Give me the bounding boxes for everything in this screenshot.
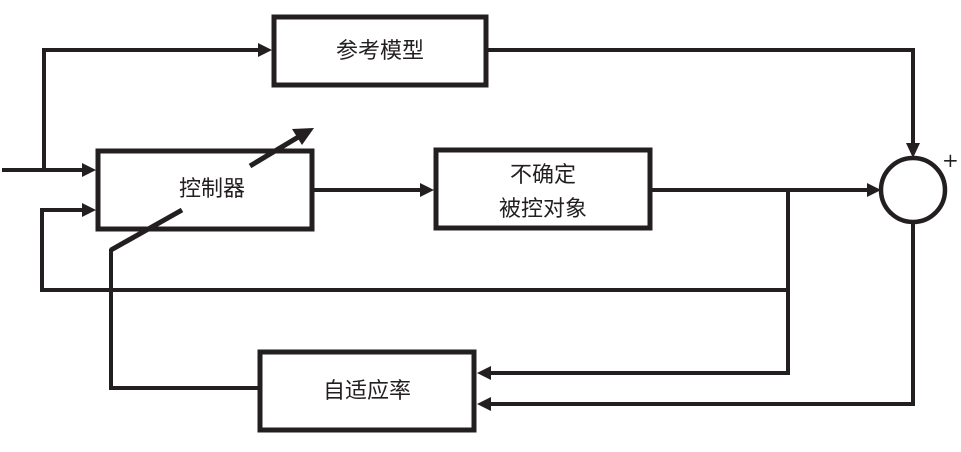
plant-block (433, 147, 653, 231)
plant-label-line2: 被控对象 (499, 197, 587, 222)
sum-top-arrowhead (906, 143, 920, 158)
adjust-arrow-upper-segment (248, 133, 302, 169)
controller-block (95, 148, 315, 232)
sum-left-arrowhead (867, 183, 881, 197)
adaptive-lower-arrowhead (477, 397, 491, 411)
reference-output-line (488, 48, 915, 143)
controller-feedback-arrowhead (82, 203, 96, 217)
reference-branch-line (42, 48, 260, 170)
reference-model-label: 参考模型 (336, 39, 424, 64)
plant-to-adaptive-line (489, 290, 790, 375)
plant-feedback-line (40, 190, 790, 292)
adjust-arrowhead (292, 128, 314, 145)
reference-model-block (271, 14, 489, 88)
adaptive-law-label: 自适应率 (323, 379, 411, 404)
adjust-arrow-lower-segment (109, 207, 184, 253)
input-arrowhead (82, 163, 96, 177)
plant-input-arrowhead (420, 183, 434, 197)
summing-plus-sign: + (942, 148, 959, 172)
adaptive-law-block (257, 349, 477, 433)
summing-junction (878, 155, 948, 225)
error-line (489, 222, 915, 406)
adaptive-upper-arrowhead (477, 366, 491, 380)
controller-label: 控制器 (179, 177, 245, 202)
plant-label-line1: 不确定 (510, 163, 576, 188)
reference-arrowhead (258, 43, 272, 57)
